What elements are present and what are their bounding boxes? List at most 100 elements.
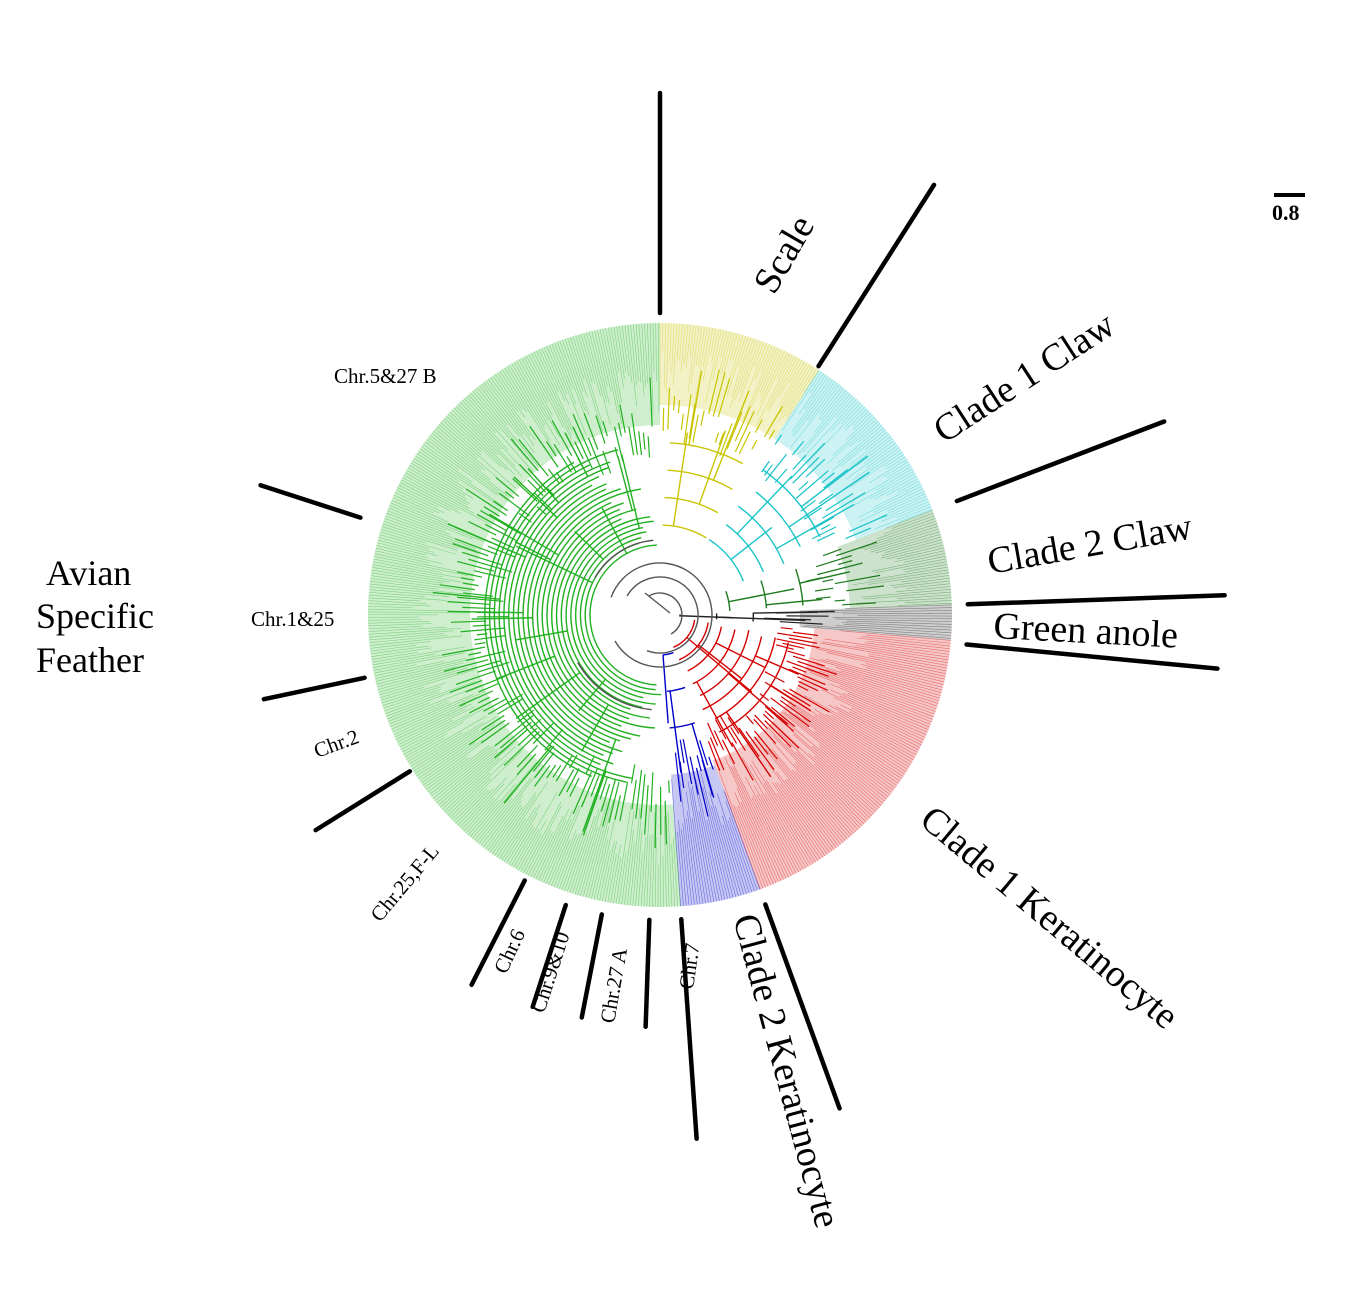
- tip-line: [732, 767, 787, 879]
- tip-line: [886, 456, 906, 470]
- tip-line: [864, 525, 939, 551]
- tip-line: [434, 747, 500, 802]
- tip-line: [903, 552, 946, 563]
- tip-line: [396, 708, 466, 743]
- tip-line: [863, 440, 895, 464]
- tip-noise-line: [845, 527, 872, 540]
- tip-noise-line: [493, 500, 509, 512]
- tip-noise-line: [753, 736, 769, 755]
- tip-line: [610, 327, 620, 373]
- tip-line: [377, 668, 456, 690]
- tip-line: [748, 343, 768, 389]
- branch-arc: [503, 466, 614, 765]
- tip-noise-line: [473, 570, 507, 579]
- tip-line: [720, 330, 727, 357]
- tip-noise-line: [709, 737, 725, 771]
- tip-line: [429, 746, 492, 795]
- tip-line: [864, 642, 950, 655]
- branch-arc: [541, 502, 624, 728]
- tip-noise-line: [699, 740, 709, 766]
- tip-noise-line: [642, 432, 646, 450]
- tip-line: [779, 364, 810, 414]
- tip-noise-line: [460, 627, 506, 633]
- tip-line: [869, 473, 916, 500]
- tip-line: [447, 760, 507, 816]
- sector-green-anole: [799, 604, 953, 641]
- tip-line: [666, 323, 669, 393]
- tip-line: [846, 620, 952, 625]
- tip-line: [399, 482, 462, 514]
- tip-line: [476, 387, 508, 426]
- tip-line: [546, 345, 568, 394]
- tip-line: [436, 751, 498, 804]
- tip-line: [678, 774, 695, 905]
- tip-noise-line: [481, 714, 505, 731]
- tip-line: [451, 750, 523, 820]
- tip-line: [551, 343, 577, 405]
- tip-noise-line: [468, 558, 513, 573]
- tip-line: [808, 668, 935, 715]
- tip-line: [376, 545, 429, 559]
- divider-line: [313, 769, 413, 833]
- tip-line: [525, 805, 562, 875]
- tip-line: [394, 492, 440, 514]
- tip-line: [886, 463, 911, 479]
- tip-line: [829, 689, 928, 733]
- tip-line: [551, 839, 571, 887]
- tip-line: [580, 333, 596, 384]
- tip-line: [712, 330, 725, 381]
- tip-line: [470, 392, 528, 460]
- tip-line: [791, 703, 902, 780]
- tip-noise-line: [798, 680, 819, 692]
- branch-arc: [546, 508, 656, 729]
- tip-line: [442, 419, 482, 456]
- tip-line: [390, 502, 485, 543]
- tip-noise-line: [719, 715, 738, 744]
- tip-line: [873, 488, 924, 513]
- tip-line: [416, 453, 460, 482]
- tip-line: [368, 621, 430, 624]
- tip-noise-line: [806, 577, 822, 582]
- tip-line: [457, 789, 493, 826]
- tip-line: [820, 389, 847, 421]
- tip-line: [419, 448, 502, 506]
- tip-line: [780, 716, 884, 804]
- tip-noise-line: [763, 464, 773, 476]
- tip-line: [829, 683, 931, 725]
- tip-noise-scale: [662, 369, 783, 457]
- tip-noise-line: [499, 492, 530, 517]
- tip-noise-line: [555, 755, 573, 782]
- tip-line: [446, 415, 502, 468]
- tip-line: [395, 489, 445, 513]
- tip-line: [624, 829, 634, 905]
- tip-line: [375, 547, 443, 565]
- tip-line: [819, 386, 843, 415]
- tip-line: [533, 351, 572, 431]
- tip-line: [499, 818, 527, 859]
- tip-noise-line: [572, 413, 592, 456]
- tip-line: [422, 443, 459, 470]
- branch-spoke: [617, 455, 633, 511]
- tip-line: [875, 558, 947, 574]
- tip-line: [387, 702, 430, 720]
- backbone-root: [644, 592, 671, 614]
- branch-arc: [512, 484, 614, 755]
- label-scale: Scale: [745, 208, 823, 300]
- tip-line: [574, 803, 603, 895]
- branch-spoke: [503, 745, 552, 804]
- tip-line: [882, 539, 943, 556]
- backbone-arc: [610, 562, 713, 668]
- tip-line: [792, 769, 850, 838]
- tip-line: [814, 763, 871, 819]
- tip-line: [580, 801, 608, 897]
- branch-arc: [795, 568, 804, 606]
- tip-line: [387, 510, 451, 535]
- tip-line: [374, 660, 445, 677]
- label-chr7: Chr.7: [674, 942, 704, 991]
- tip-line: [390, 701, 451, 728]
- tip-line: [722, 332, 736, 379]
- tips-scale: [659, 323, 820, 426]
- tip-line: [786, 779, 839, 847]
- tip-line: [398, 484, 451, 511]
- tip-noise-line: [474, 634, 507, 641]
